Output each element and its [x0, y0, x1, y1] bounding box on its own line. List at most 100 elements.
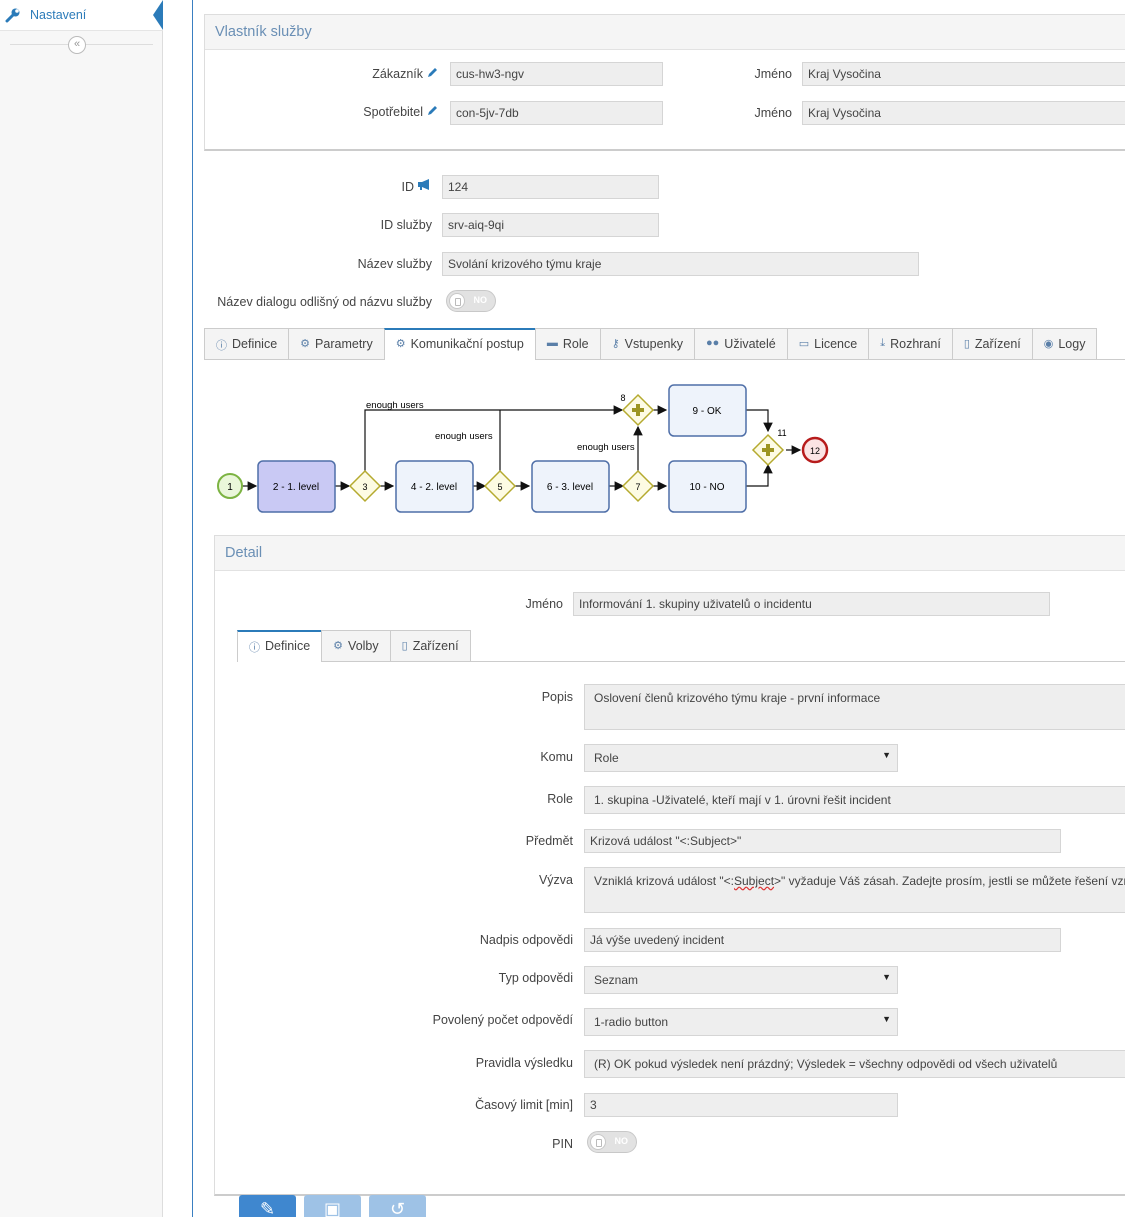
task-level-1 — [257, 460, 336, 513]
tab-logy[interactable]: ◉Logy — [1031, 328, 1098, 359]
task-level-3 — [531, 460, 610, 513]
customer-name-field[interactable]: Kraj Vysočina — [802, 62, 1125, 86]
toggle-knob — [449, 293, 465, 309]
popis-label: Popis — [541, 690, 573, 704]
edge-label: enough users — [435, 431, 493, 442]
info-icon: ⓘ — [216, 340, 227, 352]
tab-label: Licence — [814, 337, 858, 351]
sidebar-item-settings[interactable]: Nastavení — [0, 0, 163, 31]
gateway-label: 5 — [497, 482, 502, 492]
gateway-5 — [483, 469, 517, 503]
collapse-sidebar-button[interactable]: « — [68, 36, 86, 54]
sidebar-item-label: Nastavení — [30, 8, 87, 22]
komu-label: Komu — [540, 750, 573, 764]
limit-field[interactable]: 3 — [584, 1093, 898, 1117]
save-icon: ▣ — [323, 1199, 341, 1217]
content-divider — [192, 0, 193, 1217]
tab-uzivatele[interactable]: ●● Uživatelé — [694, 328, 788, 359]
main-tabs: ⓘ Definice ⚙Parametry ⚙Komunikační postup… — [204, 328, 1125, 360]
tab-label: Komunikační postup — [410, 337, 524, 351]
dialog-name-toggle[interactable]: NO — [446, 290, 496, 312]
tab-parametry[interactable]: ⚙Parametry — [288, 328, 385, 359]
owner-panel: Vlastník služby — [204, 14, 1125, 151]
vyzva-label: Výzva — [538, 873, 573, 887]
tab-label: Definice — [232, 337, 278, 351]
users-icon: ●● — [706, 337, 720, 349]
task-label: 2 - 1. level — [273, 482, 319, 493]
dialog-name-label: Název dialogu odlišný od názvu služby — [217, 295, 432, 309]
pencil-icon[interactable] — [426, 104, 439, 117]
nadpis-field[interactable]: Já výše uvedený incident — [584, 928, 1061, 952]
bullhorn-icon — [418, 179, 429, 190]
vyzva-text: >" vyžaduje Váš zásah. Zadejte prosím, j… — [774, 874, 1125, 888]
tab-detail-volby[interactable]: ⚙Volby — [321, 630, 391, 661]
mobile-icon: ▯ — [963, 338, 970, 350]
consumer-field[interactable]: con-5jv-7db — [450, 101, 663, 125]
detail-name-field[interactable]: Informování 1. skupiny uživatelů o incid… — [573, 592, 1050, 616]
customer-name-label: Jméno — [754, 67, 792, 81]
customer-field[interactable]: cus-hw3-ngv — [450, 62, 663, 86]
active-indicator — [153, 0, 163, 30]
process-diagram: 1 2 - 1. level 4 - 2. level 6 - 3. level… — [217, 384, 829, 513]
undo-icon: ↺ — [389, 1199, 406, 1217]
tab-vstupenky[interactable]: ⚷Vstupenky — [599, 328, 695, 359]
select-value: Role — [594, 751, 619, 765]
action-buttons: ✎ ▣ ↺ — [239, 1195, 426, 1217]
pravidla-label: Pravidla výsledku — [475, 1056, 573, 1070]
plus-icon — [632, 404, 644, 416]
consumer-name-field[interactable]: Kraj Vysočina — [802, 101, 1125, 125]
consumer-name-label: Jméno — [754, 106, 792, 120]
tab-komunikacni-postup[interactable]: ⚙Komunikační postup — [383, 328, 536, 360]
pencil-icon[interactable] — [426, 66, 439, 79]
toggle-state: NO — [614, 1136, 629, 1146]
wrench-icon — [5, 8, 20, 23]
task-label: 6 - 3. level — [547, 482, 593, 493]
mobile-icon: ▯ — [401, 640, 408, 652]
tab-label: Zařízení — [974, 337, 1021, 351]
tab-label: Vstupenky — [624, 337, 683, 351]
sidebar-collapse-row: « — [0, 32, 163, 58]
vyzva-field[interactable]: Vzniklá krizová událost "<:Subject>" vyž… — [584, 867, 1125, 913]
download-icon: ⤓ — [880, 337, 886, 349]
plus-icon — [762, 444, 774, 456]
tab-role[interactable]: ▬Role — [534, 328, 601, 359]
edit-icon: ✎ — [259, 1199, 276, 1217]
predmet-label: Předmět — [525, 834, 573, 848]
tab-definice[interactable]: ⓘ Definice — [204, 328, 290, 359]
predmet-field[interactable]: Krizová událost "<:Subject>" — [584, 829, 1061, 853]
komu-select[interactable]: Role — [584, 744, 898, 772]
tab-licence[interactable]: ▭Licence — [786, 328, 870, 359]
edge-label: enough users — [577, 442, 635, 453]
tab-label: Uživatelé — [724, 337, 776, 351]
edit-button[interactable]: ✎ — [239, 1195, 296, 1217]
undo-button[interactable]: ↺ — [369, 1195, 426, 1217]
edge-label: enough users — [366, 400, 424, 411]
detail-panel-title: Detail — [215, 536, 1125, 571]
id-label: ID — [401, 180, 415, 194]
id-field[interactable]: 124 — [442, 175, 659, 199]
consumer-label: Spotřebitel — [363, 105, 423, 119]
role-label: Role — [547, 792, 573, 806]
typ-label: Typ odpovědi — [498, 971, 573, 985]
tab-label: Rozhraní — [890, 337, 941, 351]
popis-field[interactable]: Oslovení členů krizového týmu kraje - pr… — [584, 684, 1125, 730]
service-name-field[interactable]: Svolání krizového týmu kraje — [442, 252, 919, 276]
tab-detail-zarizeni[interactable]: ▯Zařízení — [389, 630, 471, 661]
tab-zarizeni[interactable]: ▯ Zařízení — [951, 328, 1033, 359]
tab-rozhrani[interactable]: ⤓ Rozhraní — [868, 328, 953, 359]
pin-toggle[interactable]: NO — [587, 1131, 637, 1153]
tab-label: Parametry — [315, 337, 373, 351]
gateway-label: 11 — [777, 428, 786, 438]
pocet-select[interactable]: 1-radio button — [584, 1008, 898, 1036]
save-button[interactable]: ▣ — [304, 1195, 361, 1217]
gateway-label: 3 — [362, 482, 367, 492]
role-field[interactable]: 1. skupina -Uživatelé, kteří mají v 1. ú… — [584, 786, 1125, 814]
pravidla-field[interactable]: (R) OK pokud výsledek není prázdný; Výsl… — [584, 1050, 1125, 1078]
typ-select[interactable]: Seznam — [584, 966, 898, 994]
service-id-field[interactable]: srv-aiq-9qi — [442, 213, 659, 237]
select-value: 1-radio button — [594, 1015, 669, 1029]
gateway-3 — [348, 469, 382, 503]
gateway-7 — [621, 469, 655, 503]
select-value: Seznam — [594, 973, 639, 987]
